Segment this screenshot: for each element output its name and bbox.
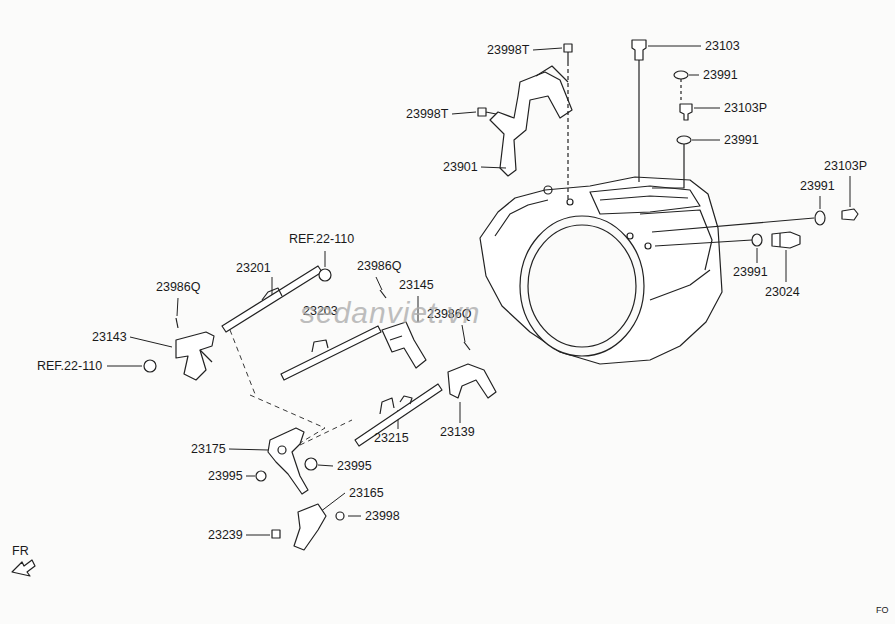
direction-label: FR — [12, 545, 29, 558]
callout-number: 23995 — [337, 460, 372, 473]
callout-number: 23901 — [443, 161, 478, 174]
callout-number: 23995 — [208, 470, 243, 483]
callout-number: 23139 — [440, 426, 475, 439]
callout-number: 23103P — [824, 160, 867, 173]
bell-housing-opening — [520, 216, 644, 356]
select-lever — [268, 428, 308, 494]
callout-number: 23024 — [765, 286, 800, 299]
callout-number: 23201 — [236, 262, 271, 275]
callout-number: 23998 — [365, 510, 400, 523]
watermark: sedanviet.vn — [300, 298, 480, 328]
callout-number: 23143 — [92, 331, 127, 344]
callout-number: 23991 — [800, 180, 835, 193]
callout-number: 23991 — [733, 266, 768, 279]
page-code: FO — [876, 606, 889, 615]
callout-number: 23103 — [705, 40, 740, 53]
callout-number: 23239 — [208, 529, 243, 542]
callout-number: 23986Q — [357, 260, 401, 273]
callout-number: 23998T — [406, 108, 448, 121]
callout-number: 23103P — [724, 102, 767, 115]
bracket — [490, 72, 572, 176]
callout-number: 23165 — [349, 487, 384, 500]
callout-number: 23215 — [374, 432, 409, 445]
leader-lines — [107, 46, 850, 535]
transmission-case — [480, 177, 722, 364]
callout-number: 23175 — [191, 443, 226, 456]
callout-number: 23998T — [487, 44, 529, 57]
callout-number: 23991 — [703, 69, 738, 82]
reference-note: REF.22-110 — [289, 233, 354, 246]
shift-fork — [176, 332, 214, 380]
reference-note: REF.22-110 — [37, 360, 102, 373]
callout-number: 23991 — [724, 134, 759, 147]
front-arrow — [12, 560, 35, 576]
callout-number: 23145 — [399, 279, 434, 292]
callout-number: 23986Q — [156, 281, 200, 294]
